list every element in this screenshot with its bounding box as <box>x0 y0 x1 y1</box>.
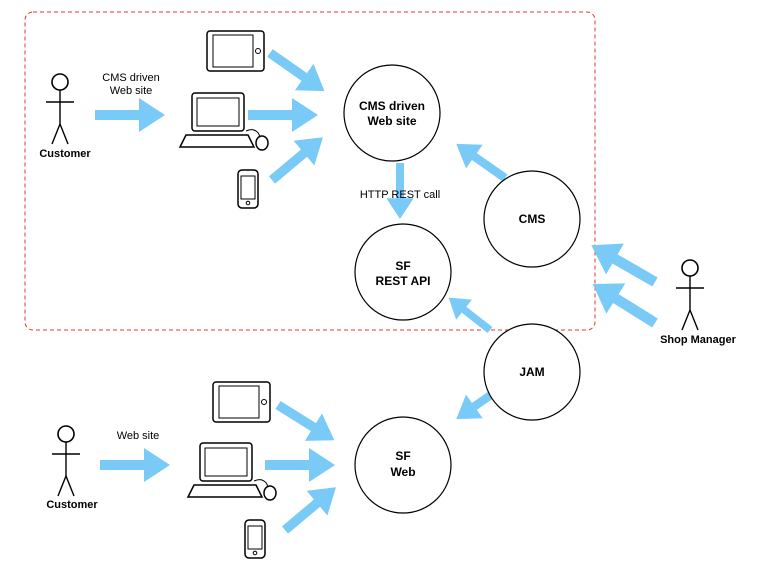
cms-boundary-box <box>24 11 596 331</box>
customer-top-label: Customer <box>39 148 91 160</box>
shop-manager-label: Shop Manager <box>660 334 737 346</box>
arrow-customer-to-cms-site <box>95 98 165 132</box>
cms-driven-edge-label-1: CMS driven <box>102 72 159 84</box>
customer-bottom-label: Customer <box>46 499 98 511</box>
sf-web-label-2: Web <box>390 465 415 479</box>
sf-rest-label-2: REST API <box>376 274 431 288</box>
desktop-computer-icon <box>187 442 277 501</box>
web-site-edge-label: Web site <box>117 430 160 442</box>
jam-node <box>483 323 581 421</box>
cms-website-node <box>343 64 441 162</box>
arrow-desktop-to-sf-web <box>265 448 335 482</box>
smartphone-icon <box>237 169 259 209</box>
tablet-icon <box>206 30 265 72</box>
arrow-tablet-to-sf-web <box>269 391 343 454</box>
stick-figure-icon <box>675 259 705 331</box>
sf-web-node <box>354 416 452 514</box>
http-rest-call-label: HTTP REST call <box>360 189 440 201</box>
sf-rest-label-1: SF <box>395 259 410 273</box>
cms-website-label-2: Web site <box>367 114 416 128</box>
stick-figure-icon <box>45 73 75 145</box>
arrow-phone-to-cms-site <box>261 124 334 193</box>
cms-node <box>483 170 581 268</box>
tablet-icon <box>212 381 271 423</box>
cms-label: CMS <box>519 212 546 226</box>
stick-figure-icon <box>51 425 81 497</box>
arrow-jam-to-sf-rest <box>440 287 498 341</box>
arrow-tablet-to-cms-site <box>260 39 334 105</box>
sf-web-label-1: SF <box>395 449 410 463</box>
sf-rest-api-node <box>354 223 452 321</box>
arrow-desktop-to-cms-site <box>248 98 318 132</box>
desktop-computer-icon <box>179 92 269 151</box>
jam-label: JAM <box>519 365 544 379</box>
arrow-phone-to-sf-web <box>274 474 347 543</box>
arrow-customer-to-sf-web <box>100 448 170 482</box>
cms-driven-edge-label-2: Web site <box>110 85 153 97</box>
cms-website-label-1: CMS driven <box>359 99 425 113</box>
smartphone-icon <box>244 519 266 559</box>
